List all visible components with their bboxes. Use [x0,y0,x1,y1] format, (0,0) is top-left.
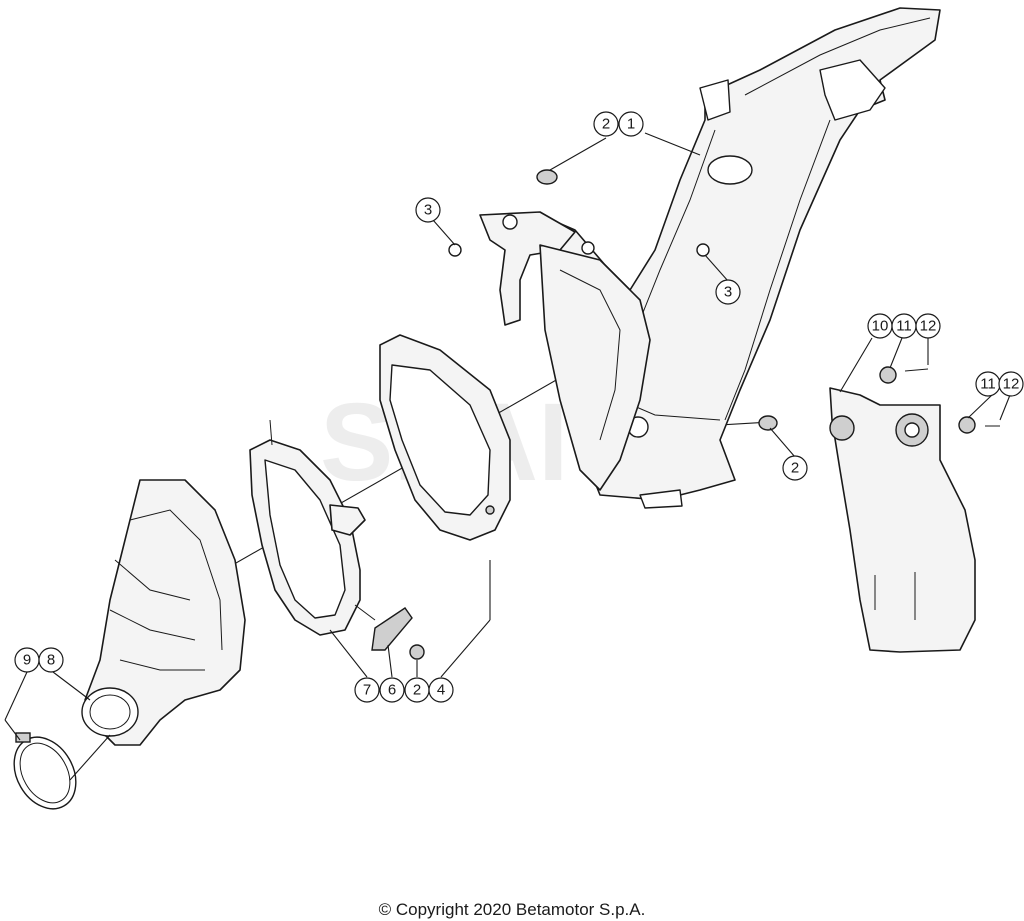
callout-2-top: 2 [593,111,619,137]
clip-part [371,607,413,651]
svg-text:7: 7 [363,682,371,699]
callout-3-left: 3 [415,197,441,223]
callout-12-top: 12 [915,313,941,339]
svg-text:11: 11 [896,318,912,335]
svg-text:9: 9 [23,652,31,669]
callout-1: 1 [618,111,644,137]
callout-11-mid: 11 [975,371,1001,397]
svg-text:1: 1 [627,116,635,133]
svg-text:2: 2 [791,460,799,477]
callout-11-top: 11 [891,313,917,339]
callout-4: 4 [428,677,454,703]
side-cover [829,387,976,653]
svg-text:6: 6 [388,682,396,699]
svg-text:2: 2 [413,682,421,699]
svg-text:3: 3 [424,202,432,219]
air-filter [379,334,511,541]
hose-clamp [13,732,77,810]
callout-8: 8 [38,647,64,673]
hardware [409,169,1000,660]
svg-text:2: 2 [602,116,610,133]
svg-text:8: 8 [47,652,55,669]
svg-text:3: 3 [724,284,732,301]
svg-text:12: 12 [1003,376,1020,393]
intake-boot [81,479,246,746]
callout-12-mid: 12 [998,371,1024,397]
airbox-side-bracket [479,211,651,491]
callout-6: 6 [379,677,405,703]
callout-2-right: 2 [782,455,808,481]
svg-text:11: 11 [980,376,996,393]
svg-text:4: 4 [437,682,445,699]
svg-text:12: 12 [920,318,937,335]
callout-10: 10 [867,313,893,339]
callout-3-right: 3 [715,279,741,305]
callout-9: 9 [14,647,40,673]
copyright-notice: © Copyright 2020 Betamotor S.p.A. [378,900,646,919]
leader-lines [4,132,1011,781]
callout-2-bottom: 2 [404,677,430,703]
callout-labels: 2 1 3 3 10 11 12 11 [14,111,1024,703]
callout-7: 7 [354,677,380,703]
svg-text:10: 10 [872,318,889,335]
filter-cage [249,419,376,636]
